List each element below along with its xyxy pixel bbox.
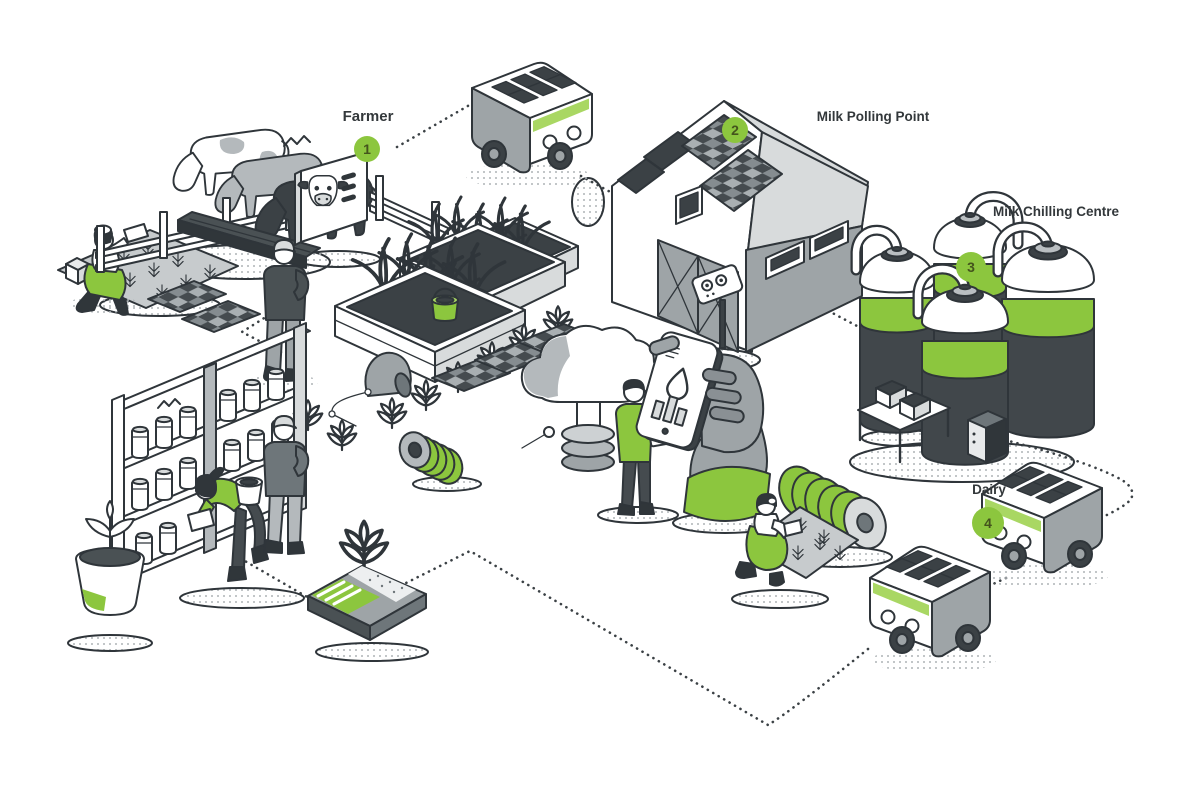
cow-white [172, 128, 290, 196]
squiggle-mark [283, 135, 311, 147]
milk-tank [992, 221, 1095, 439]
tablet-icon [123, 223, 149, 243]
database-icon [561, 424, 615, 472]
step-badge-4 [972, 507, 1004, 539]
step-label-chilling: Milk Chilling Centre [993, 204, 1120, 219]
worker-supervisor [263, 415, 310, 555]
step-2: Milk Polling Point 2 [722, 109, 930, 143]
cloud-data-hub [520, 324, 771, 522]
worker-clipboard [187, 466, 269, 582]
seedling [376, 397, 408, 430]
step-number-4: 4 [984, 515, 992, 531]
solar-ground-panel [431, 359, 511, 392]
step-number-1: 1 [363, 141, 371, 157]
irrigation-arch [364, 351, 412, 398]
solar-ground-panel [181, 300, 261, 333]
seedling [326, 419, 358, 452]
checklist-icon [783, 519, 803, 537]
barn-control-panel [691, 264, 744, 349]
smartphone [635, 331, 724, 452]
delivery-van-front [869, 545, 997, 674]
giant-hand [635, 331, 771, 522]
barn-front-window [675, 185, 703, 225]
step-number-2: 2 [731, 122, 739, 138]
milk-shelf [111, 322, 311, 590]
worker-crouching [735, 493, 803, 587]
seedling [410, 379, 442, 412]
step-badge-2 [722, 117, 748, 143]
milk-chilling-centre [850, 191, 1095, 466]
autonomous-van-top [465, 61, 593, 190]
sensor-probe-icon [543, 426, 555, 438]
step-label-dairy: Dairy [972, 482, 1006, 497]
squiggle-mark [157, 398, 181, 409]
sign-text-dashes [341, 172, 356, 203]
barn-wall-window [765, 220, 849, 280]
crate-table [857, 380, 951, 464]
milk-tank [912, 263, 1009, 466]
cow-face-icon [297, 174, 349, 207]
step-number-3: 3 [967, 259, 975, 275]
step-label-farmer: Farmer [343, 108, 394, 125]
bucket-white [235, 476, 263, 506]
chiller-unit [967, 410, 1007, 463]
barn [611, 100, 869, 353]
soil-sample-block [307, 519, 427, 641]
step-badge-1 [354, 136, 380, 162]
step-3: Milk Chilling Centre 3 [956, 204, 1119, 282]
seedling [338, 519, 390, 572]
clipboard-icon [187, 508, 215, 532]
crate [899, 392, 931, 421]
solar-ground-panel [147, 280, 227, 313]
hand-fingers [648, 335, 745, 424]
step-1: Farmer 1 [343, 108, 394, 162]
hand-cuff [683, 465, 771, 522]
irrigation-pipe [328, 388, 372, 427]
step-label-polling: Milk Polling Point [817, 109, 930, 124]
crop-bed-corn-front [334, 232, 526, 383]
crop-garden [250, 195, 602, 452]
bar-chart-icon [650, 395, 688, 427]
step-badge-3 [956, 252, 986, 282]
turf-roll-small [398, 431, 464, 485]
step-4: Dairy 4 [972, 482, 1006, 539]
plant-pot [75, 500, 145, 616]
cattle-sign [294, 151, 368, 246]
water-bucket [431, 287, 459, 322]
